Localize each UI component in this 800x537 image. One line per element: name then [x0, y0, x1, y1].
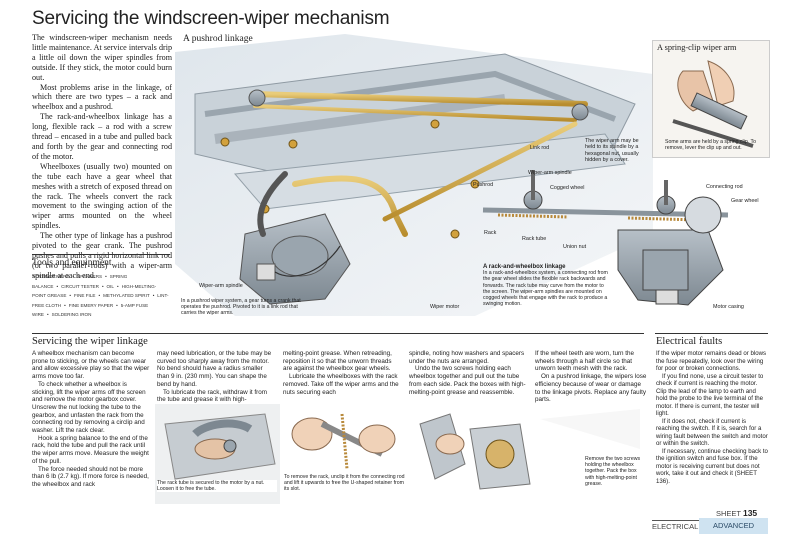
rack-label-cogged-wheel: Cogged wheel: [550, 185, 585, 191]
pushrod-illustration: A pushrod linkage Link rod Pushrod Wiper…: [175, 34, 653, 316]
sheet-label-text: SHEET: [716, 509, 741, 518]
rack-caption-text: In a rack-and-wheelbox system, a connect…: [483, 270, 608, 308]
paragraph: To check whether a wheelbox is sticking,…: [32, 380, 146, 435]
tool-item: Spring balance: [32, 274, 128, 289]
paragraph: If the wiper motor remains dead or blows…: [656, 350, 767, 372]
paragraph: may need lubrication, or the tube may be…: [157, 350, 272, 388]
tool-item: •: [72, 274, 75, 279]
rack-label-wiper-arm-spindle: Wiper-arm spindle: [528, 170, 572, 176]
servicing-column-3: melting-point grease. When retreading, r…: [283, 350, 401, 396]
servicing-heading: Servicing the wiper linkage: [32, 336, 148, 347]
paragraph: If it does not, check if current is reac…: [656, 417, 768, 448]
tool-item: •: [98, 293, 101, 298]
tool-item: •: [105, 274, 107, 279]
servicing-column-5: If the wheel teeth are worn, turn the wh…: [535, 350, 647, 404]
tool-item: Fine file: [74, 293, 96, 298]
paragraph: spindle, noting how washers and spacers …: [409, 350, 525, 365]
pushrod-caption: In a pushrod wiper system, a gear turns …: [181, 298, 301, 316]
photo-remove-rack: To remove the rack, unclip it from the c…: [282, 404, 412, 504]
tool-item: •: [56, 283, 59, 289]
intro-paragraph: The other type of linkage has a pushrod …: [32, 231, 172, 280]
photo-rack-tube-nut: The rack tube is secured to the motor by…: [155, 404, 280, 504]
photo-wheelbox-screws: Remove the two screws holding the wheelb…: [410, 404, 645, 504]
paragraph: A wheelbox mechanism can become prone to…: [32, 350, 150, 381]
sheet-number: 135: [742, 508, 758, 518]
paragraph: If you find none, use a circuit tester t…: [656, 372, 764, 418]
tool-item: •: [101, 283, 104, 289]
divider: [32, 254, 170, 255]
tool-item: Screwdrivers: [32, 274, 70, 279]
spring-clip-inset: A spring-clip wiper arm Some arms are he…: [652, 40, 770, 158]
paragraph: melting-point grease. When retreading, r…: [283, 350, 392, 373]
spring-clip-caption: Some arms are held by a spring clip. To …: [665, 139, 757, 152]
tab-electrical[interactable]: ELECTRICAL: [652, 522, 699, 531]
photo-caption: The rack tube is secured to the motor by…: [157, 480, 277, 493]
servicing-column-4: spindle, noting how washers and spacers …: [409, 350, 527, 396]
photo-2-drawing: [291, 413, 396, 470]
rack-wheelbox-drawing: [482, 170, 729, 306]
photo-3-drawing: [419, 409, 640, 490]
tool-item: 5-amp fuse wire: [32, 302, 149, 318]
spring-clip-drawing: [672, 60, 754, 148]
tool-item: •: [47, 312, 49, 317]
faults-text: If the wiper motor remains dead or blows…: [656, 350, 768, 485]
rack-label-rack: Rack: [484, 230, 497, 236]
label-wiper-arm-spindle: Wiper-arm spindle: [199, 283, 243, 289]
paragraph: If the wheel teeth are worn, turn the wh…: [535, 350, 635, 373]
tool-item: Circuit tester: [61, 283, 99, 289]
paragraph: On a pushrod linkage, the wipers lose ef…: [535, 373, 647, 404]
tool-item: •: [116, 302, 118, 308]
tool-item: Spanners: [77, 274, 103, 279]
divider: [655, 333, 768, 334]
tool-item: •: [69, 293, 71, 298]
servicing-column-2: may need lubrication, or the tube may be…: [157, 350, 275, 404]
page-title: Servicing the windscreen-wiper mechanism: [32, 8, 390, 29]
paragraph: Undo the two screws holding each wheelbo…: [409, 365, 526, 396]
rack-caption: A rack-and-wheelbox linkage In a rack-an…: [483, 264, 611, 307]
photo-1-drawing: [164, 413, 276, 480]
label-wiper-motor: Wiper motor: [430, 304, 460, 310]
tab-advanced[interactable]: ADVANCED: [699, 518, 768, 534]
tool-item: Soldering iron: [51, 312, 92, 317]
paragraph: The force needed should not be more than…: [32, 465, 149, 488]
tools-list: Screwdrivers•Spanners•Spring balance•Cir…: [32, 272, 170, 320]
tool-item: •: [64, 302, 66, 308]
paragraph: To lubricate the rack, withdraw it from …: [157, 388, 267, 404]
label-link-rod: Link rod: [530, 145, 550, 151]
sheet-label: SHEET 135: [716, 508, 757, 518]
rack-wheelbox-illustration: Wiper-arm spindle Cogged wheel Connectin…: [478, 160, 768, 320]
paragraph: Hook a spring balance to the end of the …: [32, 434, 149, 465]
rack-label-union-nut: Union nut: [563, 244, 587, 250]
paragraph: If necessary, continue checking back to …: [656, 447, 768, 485]
intro-paragraph: Wheelboxes (usually two) mounted on the …: [32, 161, 172, 231]
rack-caption-heading: A rack-and-wheelbox linkage: [483, 264, 566, 270]
tool-item: Oil: [106, 283, 114, 289]
tools-heading: Tools and equipment: [32, 258, 112, 268]
tool-item: •: [116, 283, 119, 289]
photo-caption: To remove the rack, unclip it from the c…: [284, 474, 405, 493]
label-pushrod: Pushrod: [473, 182, 494, 188]
tool-item: •: [152, 293, 155, 298]
intro-text: The windscreen-wiper mechanism needs lit…: [32, 33, 172, 281]
rack-label-motor-casing: Motor casing: [713, 304, 744, 310]
intro-paragraph: The rack-and-wheelbox linkage has a long…: [32, 112, 172, 161]
intro-paragraph: The windscreen-wiper mechanism needs lit…: [32, 33, 172, 82]
spring-clip-heading: A spring-clip wiper arm: [657, 43, 737, 52]
pushrod-heading: A pushrod linkage: [183, 34, 253, 44]
servicing-column-1: A wheelbox mechanism can become prone to…: [32, 350, 150, 489]
tool-item: Fine emery paper: [68, 302, 114, 308]
spindle-note: The wiper arm may be held to its spindle…: [585, 138, 639, 163]
rack-label-rack-tube: Rack tube: [522, 236, 547, 242]
photo-caption: Remove the two screws holding the wheelb…: [585, 456, 641, 487]
intro-paragraph: Most problems arise in the linkage, of w…: [32, 82, 172, 112]
paragraph: Lubricate the wheelboxes with the rack r…: [283, 373, 399, 396]
tool-item: High-melting-point grease: [32, 283, 157, 299]
divider: [32, 333, 644, 334]
tool-item: Methylated spirit: [103, 293, 150, 298]
rack-label-connecting-rod: Connecting rod: [706, 184, 743, 190]
faults-heading: Electrical faults: [656, 336, 723, 347]
pushrod-linkage-drawing: [175, 34, 653, 316]
rack-label-gear-wheel: Gear wheel: [731, 198, 759, 204]
tool-item: Lint-free cloth: [32, 293, 169, 308]
